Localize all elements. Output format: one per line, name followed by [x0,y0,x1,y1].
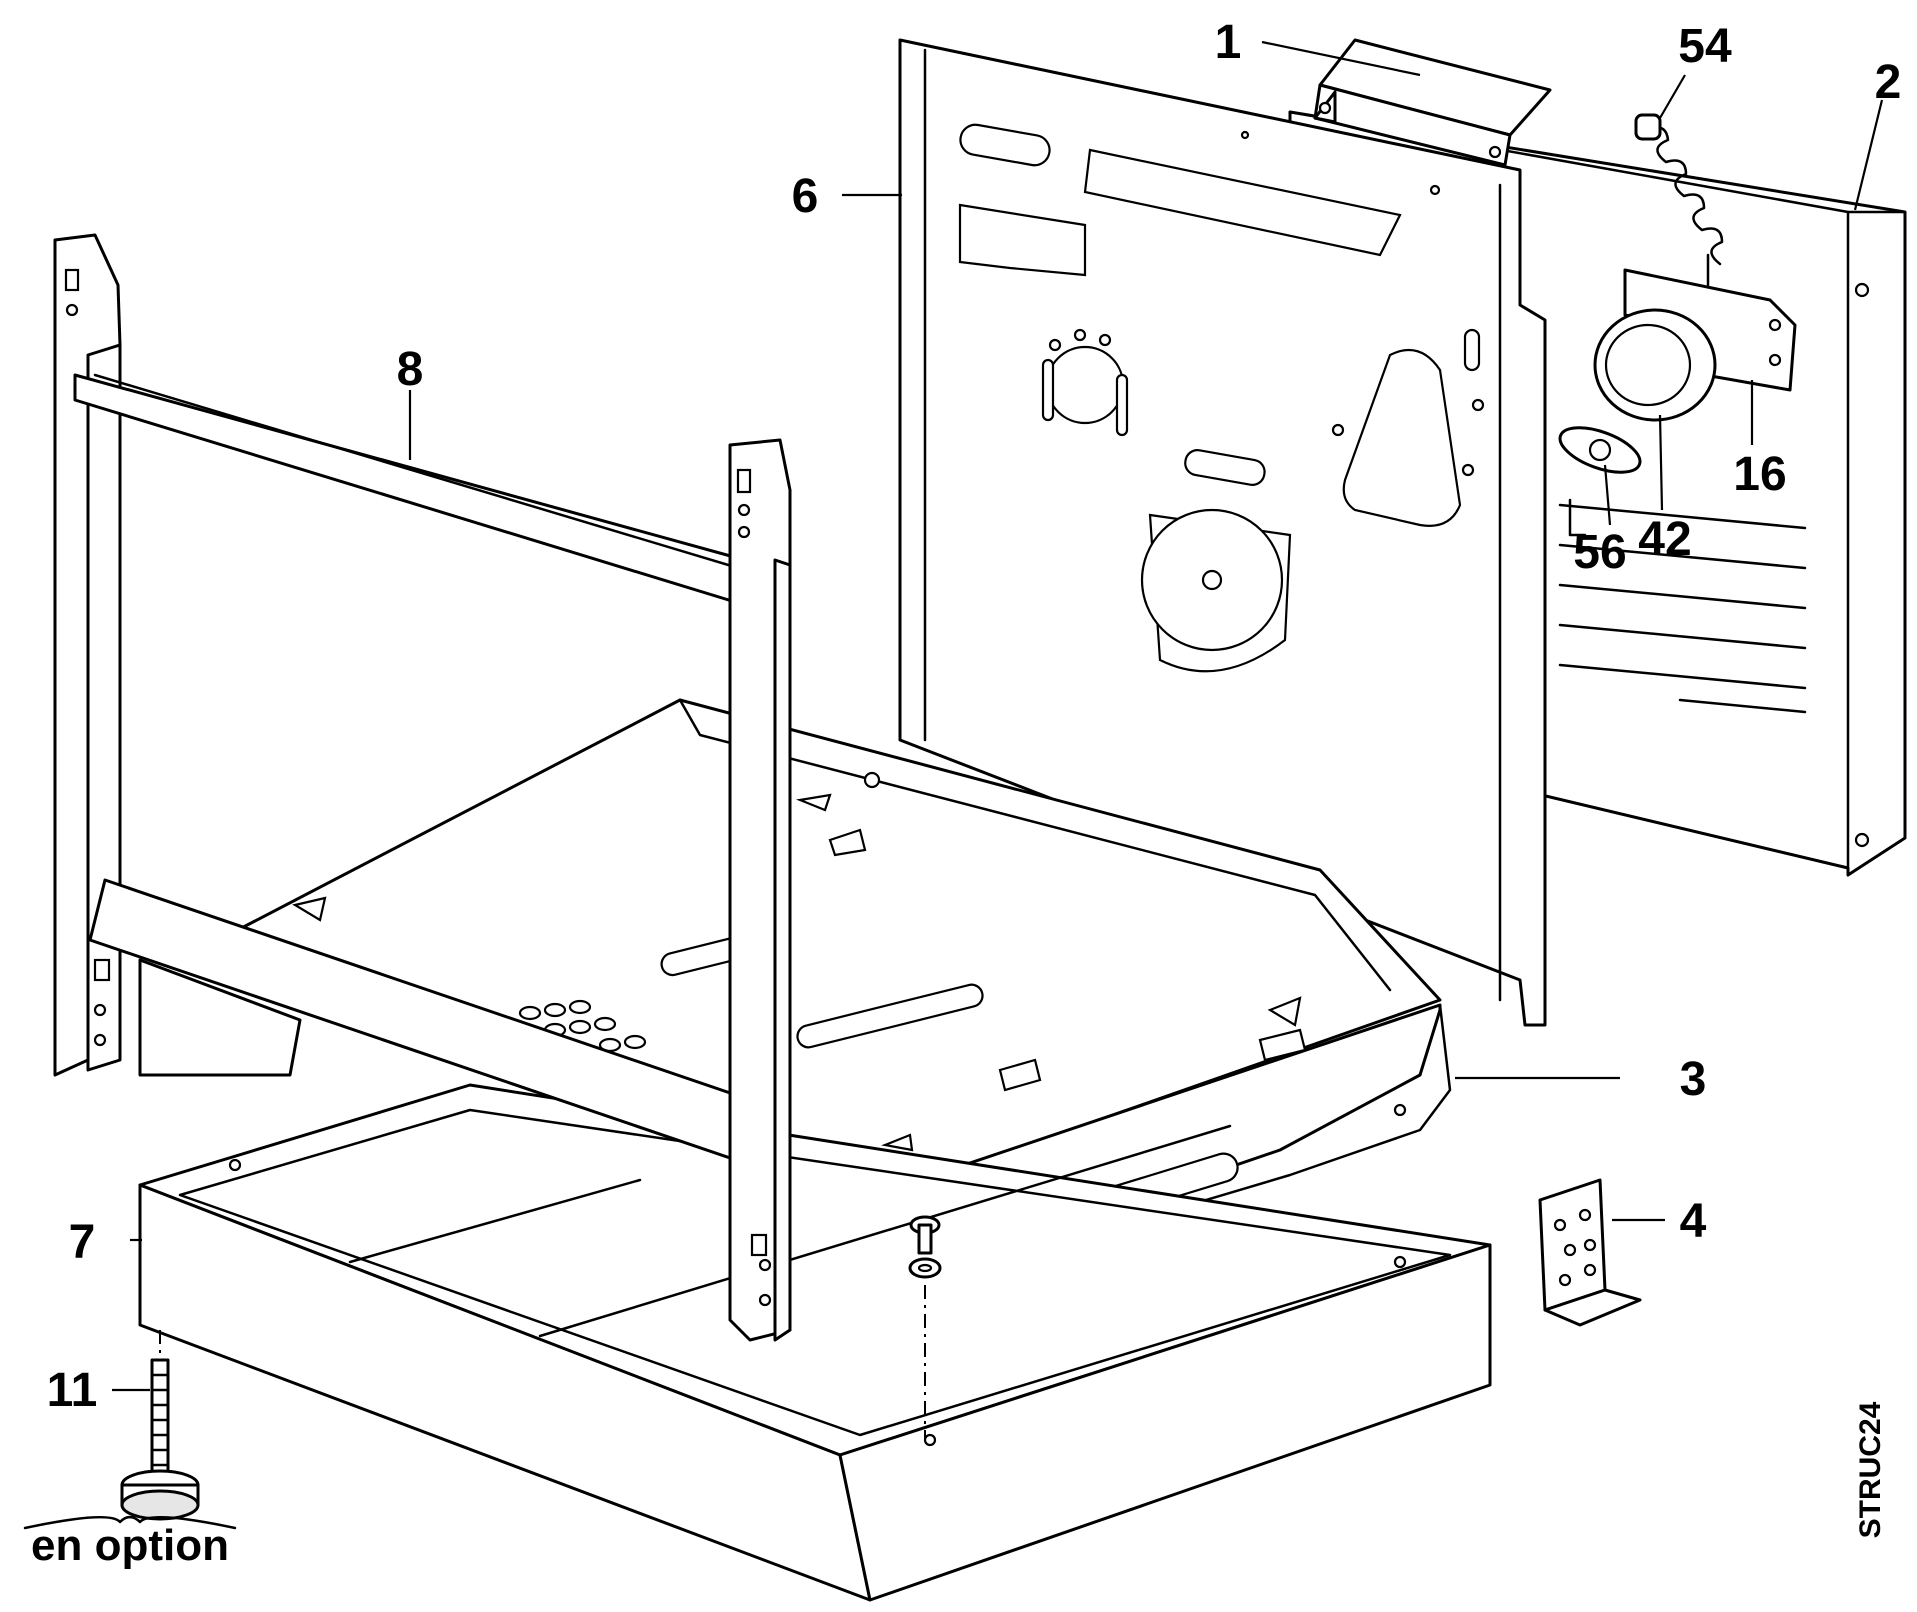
label-part-1: 1 [1215,16,1242,69]
inner-back-panel [898,38,1547,1027]
label-part-6: 6 [792,170,819,223]
label-part-2: 2 [1875,56,1902,109]
label-part-8: 8 [397,343,424,396]
top-bracket [1313,38,1552,167]
option-note: en option [31,1521,229,1570]
label-part-42: 42 [1638,513,1691,566]
front-frame [53,233,792,1342]
option-brace [23,1515,237,1530]
part-number-labels: 1 54 2 6 8 16 42 56 3 4 7 11 [47,16,1902,1417]
adjustable-foot [23,1330,237,1530]
angle-bracket [1538,1178,1642,1327]
label-part-56: 56 [1573,526,1626,579]
label-part-4: 4 [1680,1195,1707,1248]
leader-lines [112,40,1884,1392]
label-part-7: 7 [69,1216,96,1269]
label-part-3: 3 [1680,1053,1707,1106]
label-part-11: 11 [47,1364,98,1417]
label-part-16: 16 [1733,448,1786,501]
drawing-code: STRUC24 [1854,1401,1887,1538]
fan-motor-parts [1558,113,1797,537]
bolt-and-nut [908,1215,942,1440]
plinth-frame [138,1083,1492,1602]
label-part-54: 54 [1678,20,1732,73]
